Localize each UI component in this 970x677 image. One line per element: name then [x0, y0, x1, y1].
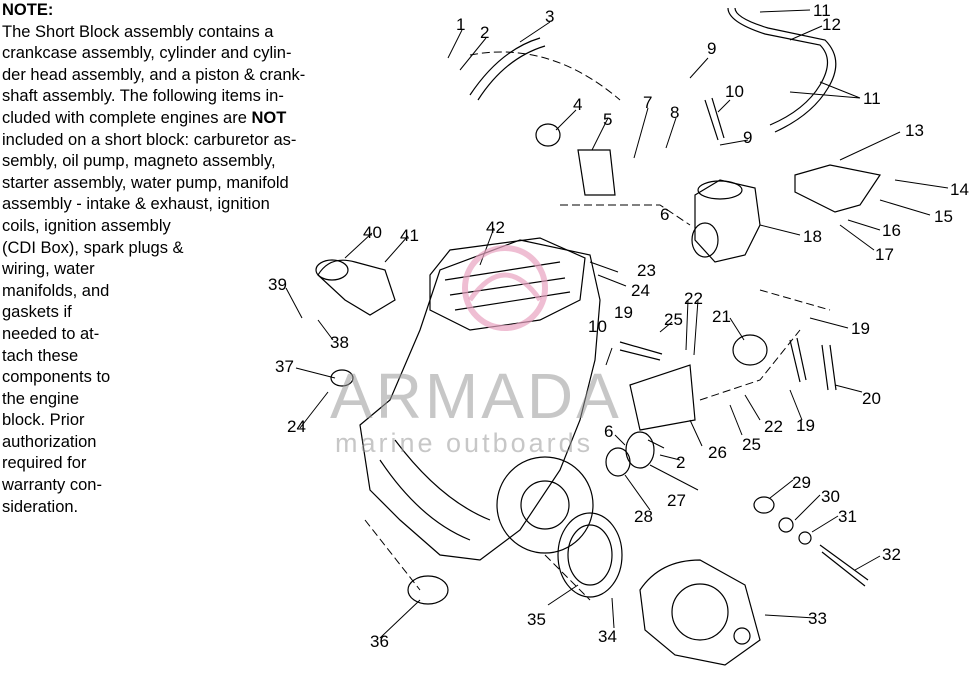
- bolt: [819, 544, 869, 587]
- watermark-logo: [462, 245, 548, 331]
- note-line: shaft assembly. The following items in-: [2, 87, 284, 106]
- callout-label: 6: [660, 205, 669, 224]
- callout-label: 19: [796, 416, 815, 435]
- callout-label: 30: [821, 487, 840, 506]
- callout-label: 11: [863, 89, 881, 108]
- mounting-bracket: [629, 364, 696, 431]
- note-line: sideration.: [2, 497, 79, 516]
- callout-label: 1: [456, 15, 465, 34]
- callout-label: 37: [275, 357, 294, 376]
- callout-label: 26: [708, 443, 727, 462]
- hose: [727, 7, 829, 126]
- callout-label: 15: [934, 207, 953, 226]
- callout-label: 19: [614, 303, 633, 322]
- note-line: crankcase assembly, cylinder and cylin-: [2, 44, 292, 63]
- note-line: the engine: [2, 389, 80, 408]
- gasket: [557, 512, 623, 598]
- note-line: The Short Block assembly contains a: [2, 22, 274, 41]
- note-line: assembly - intake & exhaust, ignition: [2, 195, 270, 214]
- watermark-brand: ARMADA: [330, 360, 622, 432]
- callout-label: 20: [862, 389, 881, 408]
- note-line: sembly, oil pump, magneto assembly,: [2, 152, 276, 171]
- note-line: coils, ignition assembly: [2, 216, 171, 235]
- callout-label: 11: [813, 1, 831, 20]
- callout-label: 39: [268, 275, 287, 294]
- note-emphasis: NOT: [251, 108, 287, 127]
- watermark: ARMADA marine outboards: [330, 245, 622, 458]
- magneto-cover: [496, 456, 594, 554]
- note-line-emphasis-row: cluded with complete engines are NOT: [2, 108, 382, 130]
- callout-label: 13: [905, 121, 924, 140]
- callout-label: 4: [573, 95, 582, 114]
- note-line: authorization: [2, 432, 97, 451]
- note-line: warranty con-: [2, 476, 102, 495]
- carburetor: [694, 179, 761, 263]
- callout-label: 40: [363, 223, 382, 242]
- callout-label: 42: [486, 218, 505, 237]
- callout-label: 36: [370, 632, 389, 651]
- cylinder-head: [429, 237, 586, 331]
- callout-label: 9: [707, 39, 716, 58]
- callout-label: 10: [725, 82, 744, 101]
- bracket: [794, 164, 881, 213]
- callout-label: 29: [792, 473, 811, 492]
- callout-label: 9: [743, 128, 752, 147]
- note-line: manifolds, and: [2, 281, 110, 300]
- note-line: starter assembly, water pump, manifold: [2, 173, 289, 192]
- callout-label: 12: [822, 15, 841, 34]
- callout-label: 7: [643, 93, 652, 112]
- callout-label: 18: [803, 227, 822, 246]
- callout-label: 23: [637, 261, 656, 280]
- watermark-tagline: marine outboards: [335, 428, 593, 458]
- note-line: (CDI Box), spark plugs &: [2, 238, 184, 257]
- callout-label: 22: [684, 289, 703, 308]
- callout-label: 3: [545, 7, 554, 26]
- callout-label: 22: [764, 417, 783, 436]
- intake-manifold: [317, 259, 396, 316]
- rubber-mount: [535, 123, 561, 147]
- callout-label: 2: [676, 453, 685, 472]
- note-line: der head assembly, and a piston & crank-: [2, 65, 306, 84]
- starter-cap: [625, 431, 655, 469]
- callout-label: 21: [712, 307, 731, 326]
- callout-label: 28: [634, 507, 653, 526]
- callout-label: 16: [882, 221, 901, 240]
- rubber-mount: [732, 334, 768, 366]
- note-line: included on a short block: carburetor as…: [2, 130, 297, 149]
- callout-label: 33: [808, 609, 827, 628]
- callout-label: 32: [882, 545, 901, 564]
- callout-label: 24: [631, 281, 650, 300]
- callout-label: 14: [950, 180, 969, 199]
- note-line: cluded with complete engines are: [2, 108, 252, 127]
- note-heading: NOTE:: [2, 1, 54, 19]
- callout-label: 35: [527, 610, 546, 629]
- callout-label: 2: [480, 23, 489, 42]
- note-line: gaskets if: [2, 303, 72, 322]
- note-line: wiring, water: [2, 260, 95, 279]
- callout-label: 8: [670, 103, 679, 122]
- note-line: components to: [2, 368, 111, 387]
- note-block: NOTE: The Short Block assembly contains …: [2, 0, 382, 518]
- callout-label: 34: [598, 627, 617, 646]
- water-pump-housing: [639, 559, 761, 666]
- note-line: needed to at-: [2, 324, 100, 343]
- callout-label: 27: [667, 491, 686, 510]
- callout-label: 19: [851, 319, 870, 338]
- callout-labels: 1 2 3 4 5 6 7 8 9 9 10 11 11 12 13 14 15…: [268, 1, 969, 651]
- note-line: tach these: [2, 346, 79, 365]
- callout-label: 5: [603, 110, 612, 129]
- callout-label: 6: [604, 422, 613, 441]
- callout-label: 24: [287, 417, 306, 436]
- callout-label: 10: [588, 317, 607, 336]
- callout-label: 17: [875, 245, 894, 264]
- callout-label: 38: [330, 333, 349, 352]
- rubber-mount: [407, 575, 449, 605]
- callout-label: 25: [742, 435, 761, 454]
- note-line: block. Prior: [2, 411, 85, 430]
- callout-label: 25: [664, 310, 683, 329]
- callout-label: 31: [838, 507, 857, 526]
- callout-label: 41: [400, 226, 419, 245]
- note-line: required for: [2, 454, 87, 473]
